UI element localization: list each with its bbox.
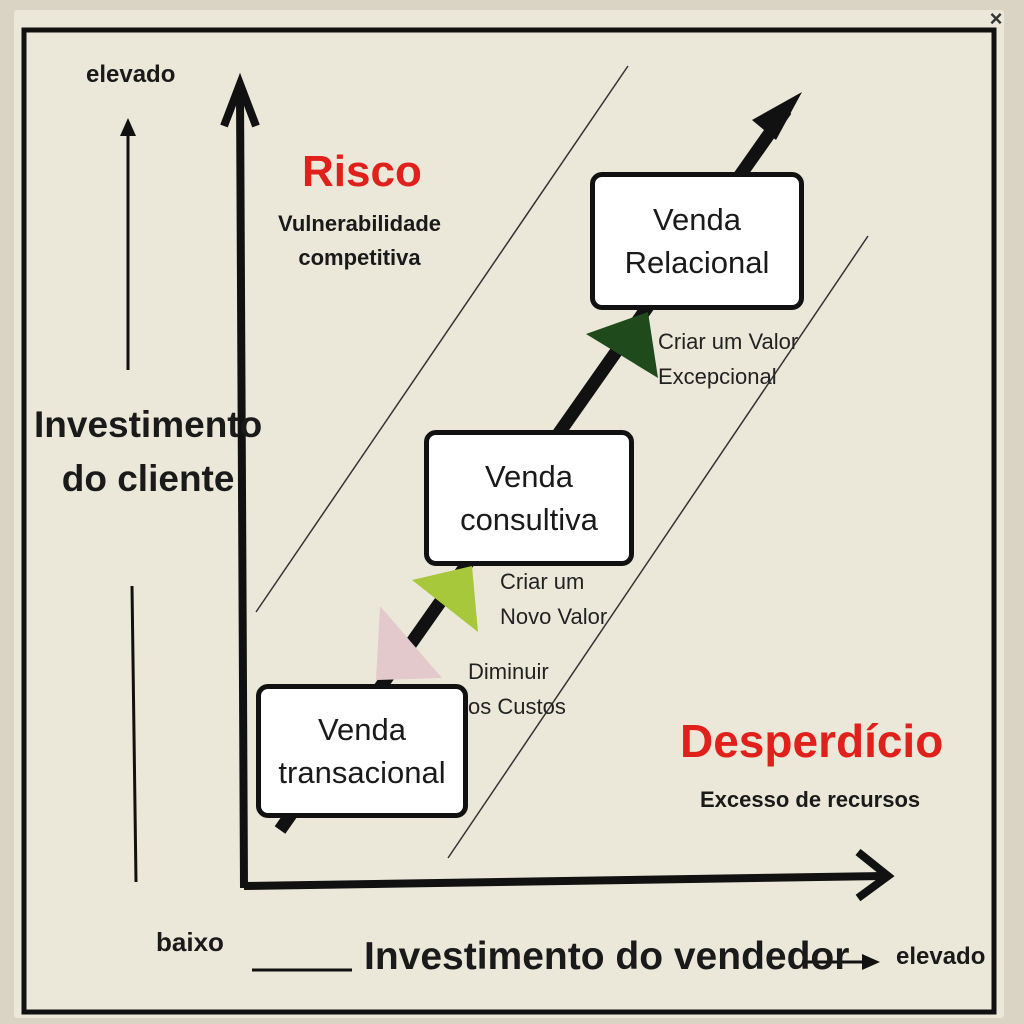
stage-consultive-line2: consultiva [460, 502, 598, 537]
y-axis-top-label: elevado [86, 61, 176, 88]
risk-subtitle: Vulnerabilidade competitiva [278, 210, 441, 271]
outer-border [21, 27, 997, 1015]
stage-relational-line1: Venda [653, 201, 741, 237]
y-label-lower-line [130, 585, 138, 883]
y-axis-arrowhead [220, 72, 260, 128]
x-axis-line [243, 872, 885, 890]
risk-title: Risco [302, 147, 422, 196]
transition-note-new-value: Criar um Novo Valor [500, 564, 607, 634]
y-axis-line [236, 91, 248, 889]
transition-costs-line1: Diminuir [468, 659, 549, 684]
y-axis-bottom-label: baixo [156, 927, 224, 957]
y-label-arrowhead [120, 118, 136, 136]
stage-box-relational: Venda Relacional [590, 172, 804, 310]
stage-consultive-line1: Venda [485, 458, 573, 494]
upper-boundary-line [255, 65, 629, 613]
risk-subtitle-line2: competitiva [298, 244, 421, 270]
transition-costs-line2: os Custos [468, 694, 566, 720]
y-axis-title-line2: do cliente [61, 457, 235, 499]
transition-triangle-costs [376, 606, 442, 680]
x-axis-arrowhead [855, 848, 895, 902]
waste-subtitle: Excesso de recursos [700, 787, 921, 812]
x-label-arrowhead [862, 954, 880, 970]
x-axis-end-label: elevado [896, 943, 986, 970]
y-axis-title: Investimento do cliente [34, 398, 262, 505]
transition-note-exceptional: Criar um Valor Excepcional [658, 324, 798, 394]
transition-note-costs: Diminuir os Custos [468, 654, 566, 724]
x-axis-title: Investimento do vendedor [364, 935, 850, 978]
transition-new-value-line1: Criar um [500, 569, 585, 594]
progression-arrowhead [752, 92, 802, 140]
transition-new-value-line2: Novo Valor [500, 604, 608, 630]
stage-box-transactional: Venda transacional [256, 684, 468, 818]
stage-transactional-line2: transacional [278, 755, 446, 790]
transition-triangle-exceptional [586, 312, 658, 378]
y-axis-title-line1: Investimento [34, 404, 263, 445]
waste-title: Desperdício [680, 715, 944, 767]
stage-transactional-line1: Venda [318, 711, 406, 747]
lower-boundary-line [447, 235, 869, 859]
transition-exceptional-line1: Criar um Valor [658, 329, 799, 354]
stage-box-consultive: Venda consultiva [424, 430, 634, 566]
close-button[interactable]: × [989, 6, 1003, 31]
transition-exceptional-line2: Excepcional [658, 364, 777, 390]
transition-triangle-new-value [412, 566, 478, 632]
stage-relational-line2: Relacional [624, 245, 770, 280]
risk-subtitle-line1: Vulnerabilidade [278, 211, 442, 236]
